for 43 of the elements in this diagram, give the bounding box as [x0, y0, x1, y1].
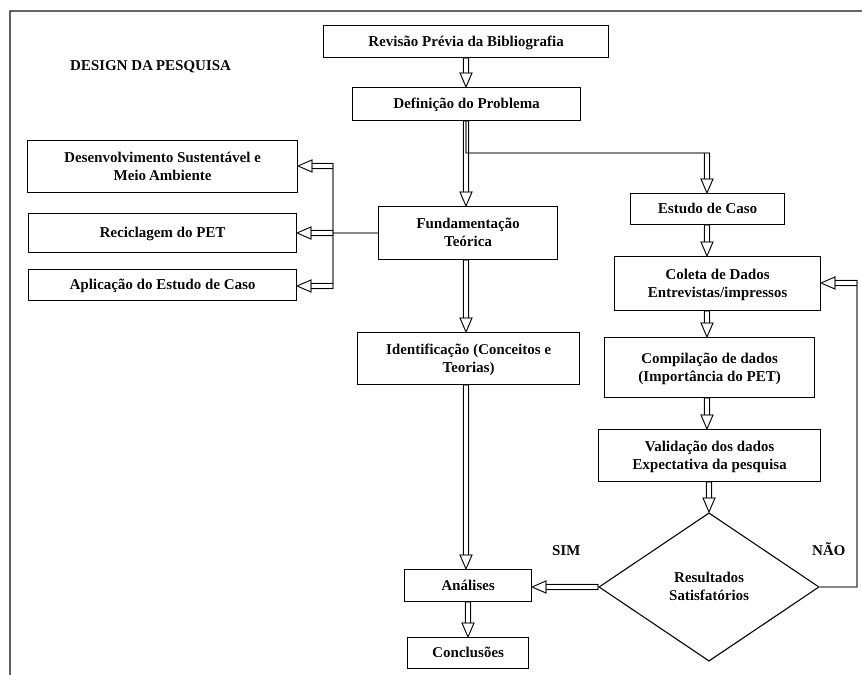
process-box — [614, 256, 821, 311]
process-box — [323, 25, 609, 58]
process-box — [604, 337, 815, 398]
arrow — [531, 580, 599, 594]
node-text: Desenvolvimento Sustentável e Meio Ambiente — [63, 148, 262, 184]
arrow — [459, 259, 473, 333]
arrow — [465, 121, 714, 194]
node-text: Identificação (Conceitos e Teorias) — [385, 340, 552, 376]
arrow — [702, 481, 716, 513]
process-box — [404, 569, 532, 602]
diagram-title: DESIGN DA PESQUISA — [70, 58, 231, 75]
arrow — [700, 397, 714, 430]
process-box — [28, 213, 297, 253]
node-text: Fundamentação Teórica — [415, 215, 521, 251]
process-box — [357, 332, 580, 385]
node-text: Conclusões — [432, 644, 504, 662]
node-text: Coleta de Dados Entrevistas/impressos — [646, 266, 788, 302]
process-box — [598, 429, 821, 482]
node-text: Compilação de dados (Importância do PET) — [637, 350, 782, 386]
node-text: Validação dos dados Expectativa da pesquisa — [631, 438, 788, 474]
node-text: Análises — [441, 576, 495, 594]
arrow — [820, 276, 858, 588]
process-box — [630, 193, 785, 225]
node-text: Reciclagem do PET — [100, 224, 226, 242]
process-box — [407, 637, 529, 669]
process-box — [352, 87, 581, 121]
edge-label: NÃO — [812, 543, 846, 560]
node-text: Definição do Problema — [393, 95, 540, 113]
arrow — [459, 384, 473, 570]
process-box — [27, 140, 298, 193]
arrow — [459, 57, 473, 88]
node-text: Resultados Satisfatórios — [668, 569, 750, 605]
arrow — [296, 232, 378, 293]
node-text: Aplicação do Estudo de Caso — [70, 276, 256, 294]
node-text: Estudo de Caso — [658, 200, 758, 218]
process-box — [28, 269, 297, 301]
node-text: Revisão Prévia da Bibliografia — [368, 32, 564, 50]
edge-label: SIM — [552, 543, 580, 560]
arrow — [461, 601, 475, 638]
arrow — [700, 224, 714, 257]
arrow — [700, 310, 714, 338]
process-box — [378, 206, 558, 260]
arrow — [459, 120, 473, 207]
